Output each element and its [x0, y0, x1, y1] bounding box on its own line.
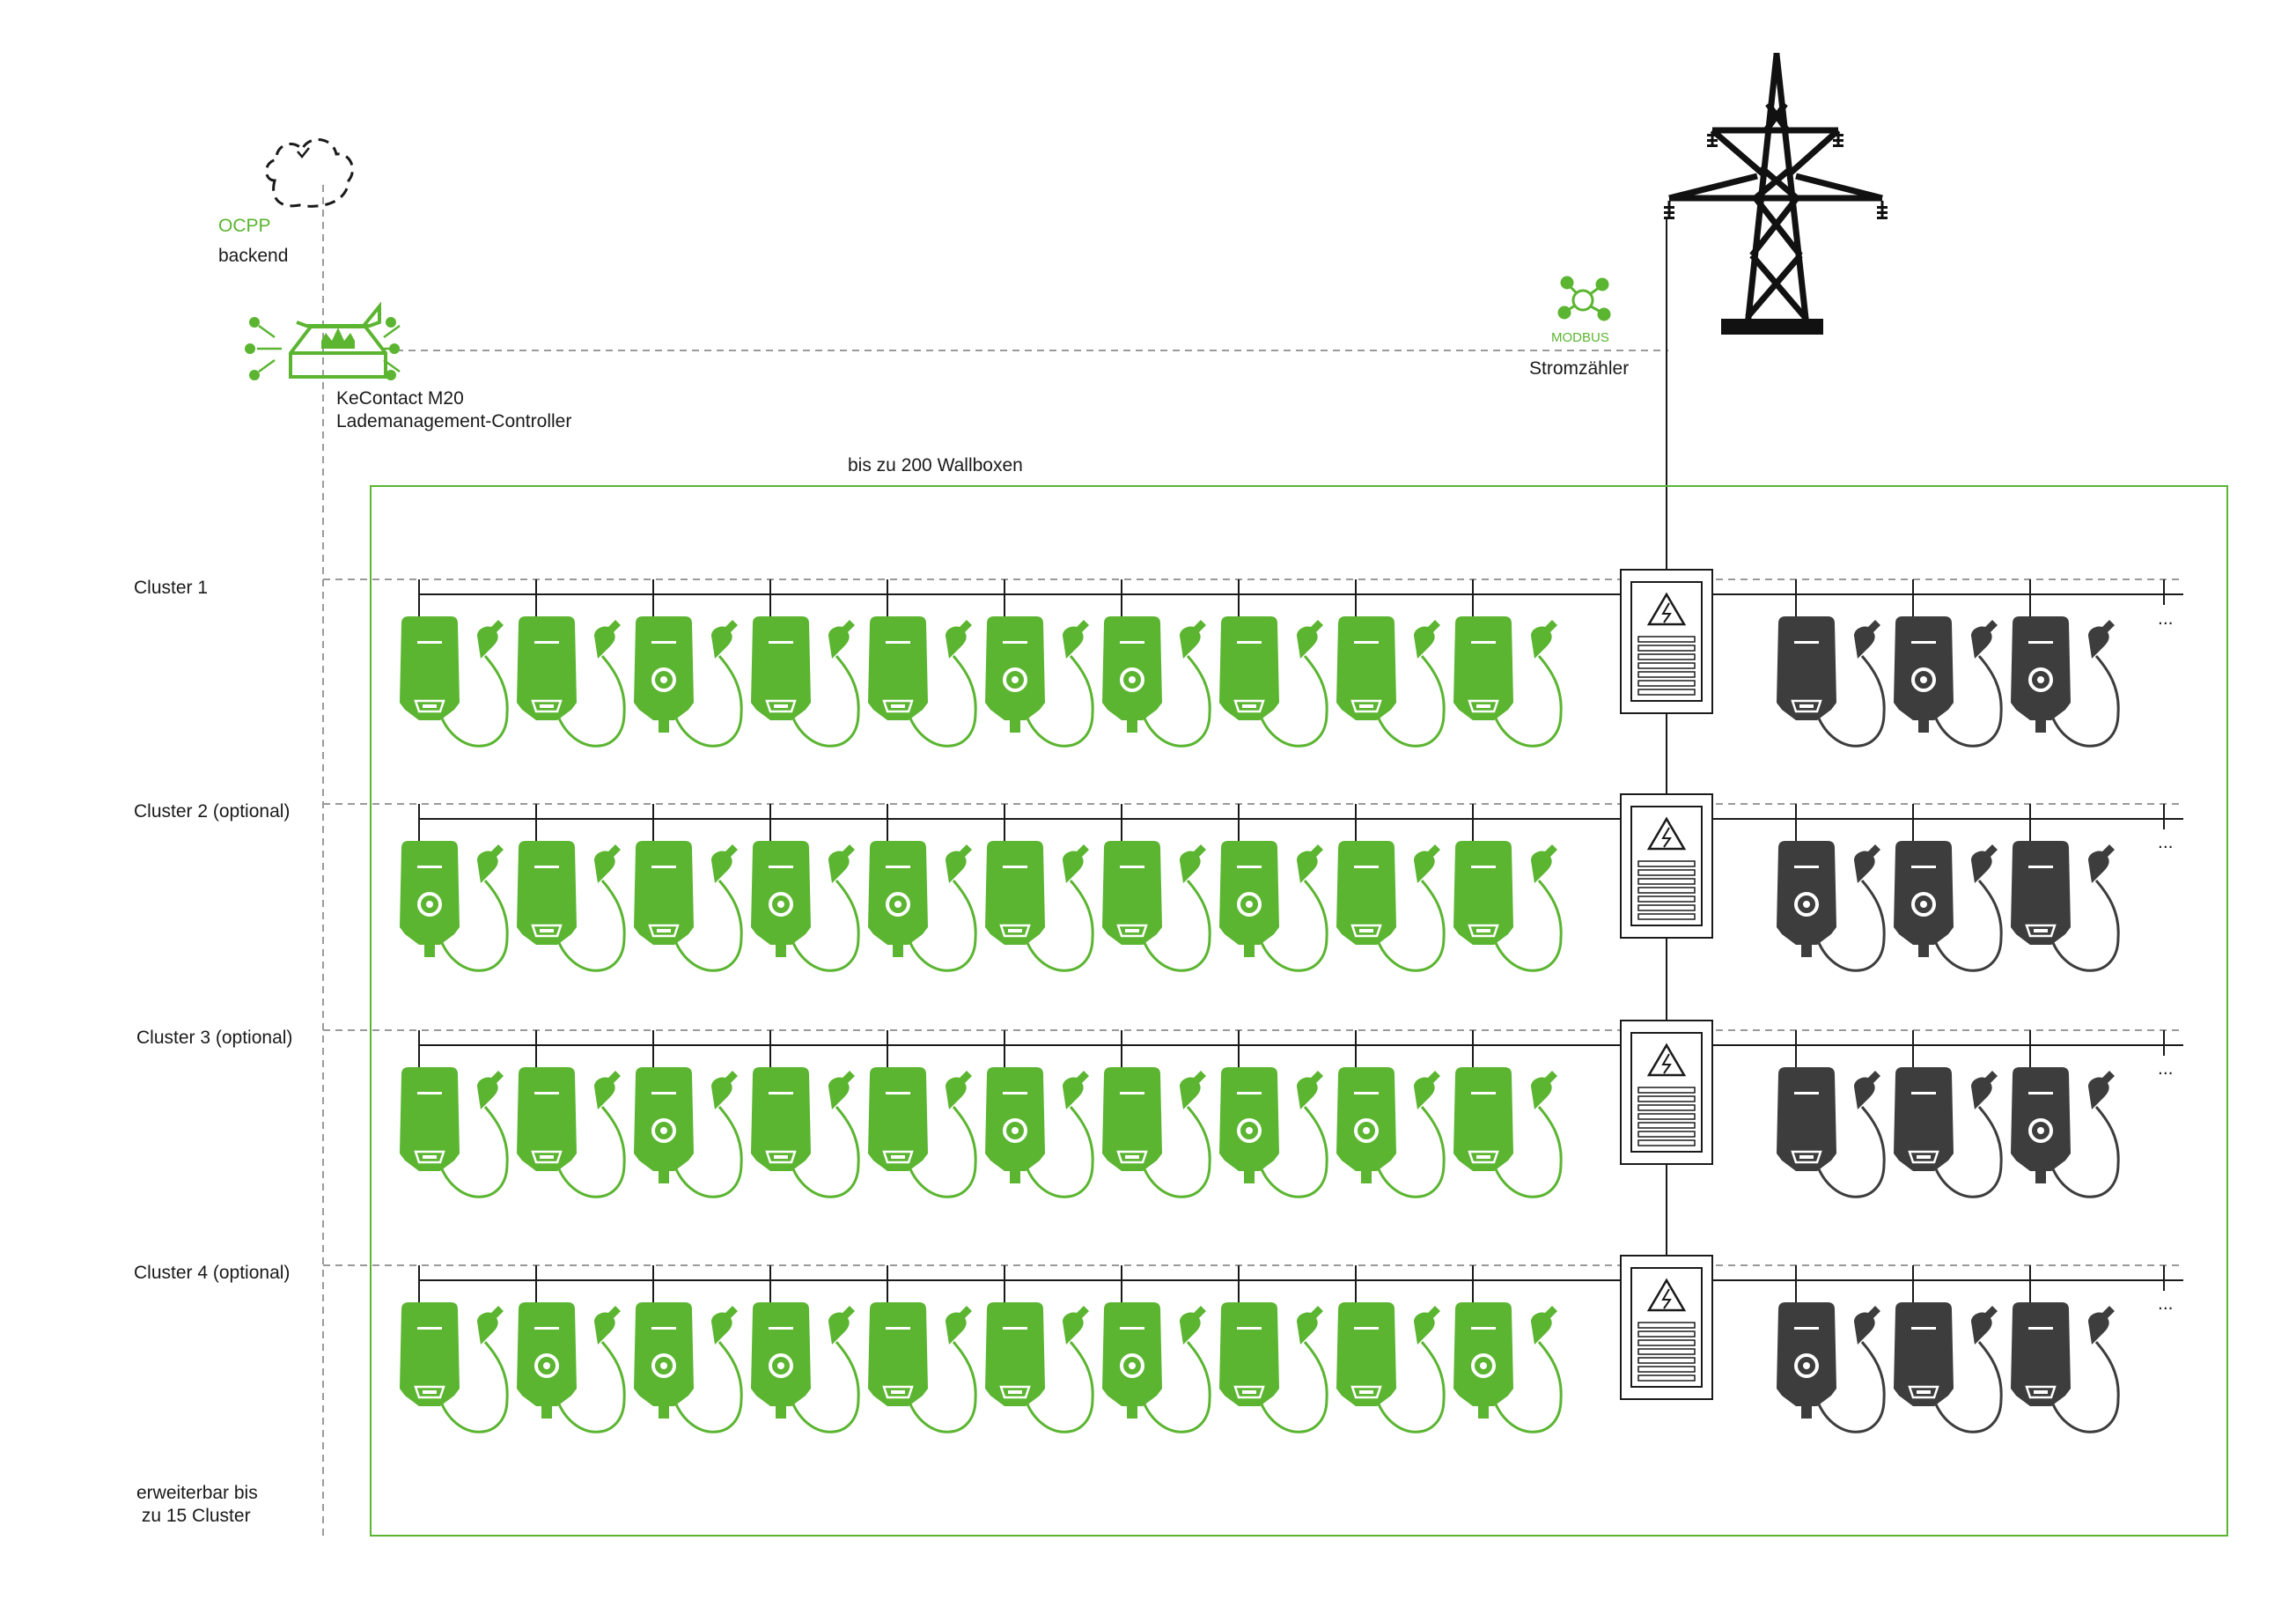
cluster-1-wallbox-7 — [1102, 616, 1211, 748]
modbus-label: MODBUS — [1551, 330, 1609, 345]
cluster-1-distribution-panel — [1620, 569, 1713, 714]
cluster-2-wallbox-1 — [400, 841, 509, 972]
cluster-3-wallbox-10 — [1453, 1067, 1563, 1198]
cluster-2-wallbox-8 — [1219, 841, 1328, 972]
cluster-2-wallbox-6 — [985, 841, 1094, 972]
cluster-3-label: Cluster 3 (optional) — [136, 1028, 293, 1048]
cluster-2-wallbox-2 — [517, 841, 626, 972]
cluster-1-wallbox-5 — [868, 616, 977, 748]
cluster-4-wallbox-5 — [868, 1302, 977, 1433]
ellipsis-1: ... — [2158, 608, 2174, 629]
cluster-4-wallbox-8 — [1219, 1302, 1328, 1433]
cluster-4-wallbox-extra-1 — [1777, 1302, 1886, 1433]
cluster-4-distribution-panel — [1620, 1255, 1713, 1400]
ellipsis-4: ... — [2158, 1293, 2174, 1314]
cluster-2-wallbox-extra-3 — [2011, 841, 2120, 972]
cluster-3-wallbox-extra-1 — [1777, 1067, 1886, 1198]
modbus-network-icon — [1557, 276, 1611, 321]
cluster-2-wallbox-extra-2 — [1894, 841, 2003, 972]
cluster-3-wallbox-extra-2 — [1894, 1067, 2003, 1198]
cluster-1-label: Cluster 1 — [134, 578, 209, 598]
backend-label: backend — [218, 246, 289, 266]
cluster-2-wallbox-9 — [1336, 841, 1446, 972]
cluster-3-wallbox-1 — [400, 1067, 509, 1198]
cluster-1-wallbox-2 — [517, 616, 626, 748]
cluster-4-wallbox-7 — [1102, 1302, 1211, 1433]
cloud-icon — [265, 138, 354, 208]
cluster-1-wallbox-6 — [985, 616, 1094, 748]
cluster-1-wallbox-8 — [1219, 616, 1328, 748]
cluster-2-wallbox-extra-1 — [1777, 841, 1886, 972]
cluster-4-wallbox-10 — [1453, 1302, 1563, 1433]
cluster-3-distribution-panel — [1620, 1020, 1713, 1165]
footer-line-1: erweiterbar bis — [136, 1483, 258, 1503]
power-pylon-icon — [1664, 53, 1888, 335]
cluster-3-wallbox-9 — [1336, 1067, 1446, 1198]
cluster-4-wallbox-2 — [517, 1302, 626, 1433]
cluster-3-wallbox-2 — [517, 1067, 626, 1198]
cluster-4-wallbox-3 — [634, 1302, 743, 1433]
cluster-2-wallbox-7 — [1102, 841, 1211, 972]
cluster-4-wallbox-extra-3 — [2011, 1302, 2120, 1433]
ellipsis-2: ... — [2158, 832, 2174, 852]
cluster-4-wallbox-6 — [985, 1302, 1094, 1433]
cluster-3-wallbox-6 — [985, 1067, 1094, 1198]
footer-line-2: zu 15 Cluster — [136, 1506, 251, 1526]
wallbox-frame — [370, 485, 2228, 1537]
cluster-2-label: Cluster 2 (optional) — [134, 801, 291, 822]
cluster-4-wallbox-extra-2 — [1894, 1302, 2003, 1433]
cluster-1-wallbox-extra-2 — [1894, 616, 2003, 748]
cluster-1-wallbox-3 — [634, 616, 743, 748]
cluster-4-wallbox-4 — [751, 1302, 860, 1433]
ocpp-label: OCPP — [218, 216, 271, 236]
cluster-3-wallbox-extra-3 — [2011, 1067, 2120, 1198]
cluster-1-wallbox-1 — [400, 616, 509, 748]
cluster-1-wallbox-4 — [751, 616, 860, 748]
cluster-4-wallbox-9 — [1336, 1302, 1446, 1433]
cluster-2-wallbox-4 — [751, 841, 860, 972]
cluster-2-wallbox-3 — [634, 841, 743, 972]
cluster-4-wallbox-1 — [400, 1302, 509, 1433]
cluster-2-wallbox-10 — [1453, 841, 1563, 972]
cluster-2-wallbox-5 — [868, 841, 977, 972]
cluster-1-wallbox-extra-3 — [2011, 616, 2120, 748]
cluster-1-wallbox-9 — [1336, 616, 1446, 748]
cluster-1-wallbox-10 — [1453, 616, 1563, 748]
cluster-3-wallbox-7 — [1102, 1067, 1211, 1198]
controller-icon — [245, 301, 401, 380]
cluster-2-distribution-panel — [1620, 793, 1713, 939]
meter-label: Stromzähler — [1529, 358, 1630, 379]
ellipsis-3: ... — [2158, 1058, 2174, 1079]
cluster-4-label: Cluster 4 (optional) — [134, 1263, 291, 1283]
controller-name: KeContact M20 — [336, 388, 464, 409]
controller-subtitle: Lademanagement-Controller — [336, 411, 572, 431]
frame-title: bis zu 200 Wallboxen — [848, 455, 1023, 475]
cluster-3-wallbox-3 — [634, 1067, 743, 1198]
cluster-1-wallbox-extra-1 — [1777, 616, 1886, 748]
cluster-3-wallbox-4 — [751, 1067, 860, 1198]
cluster-3-wallbox-8 — [1219, 1067, 1328, 1198]
cluster-3-wallbox-5 — [868, 1067, 977, 1198]
